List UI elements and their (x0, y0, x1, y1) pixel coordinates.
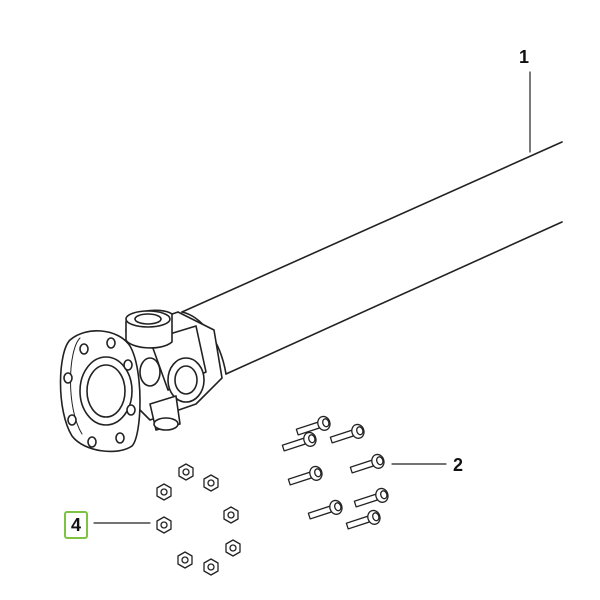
bolt (287, 465, 323, 486)
callout-number-1[interactable]: 1 (519, 47, 530, 67)
callout-number-2[interactable]: 2 (453, 455, 464, 475)
nut (177, 551, 193, 569)
drive-shaft-tube (173, 141, 563, 381)
bolts (281, 415, 389, 530)
nut (156, 483, 172, 501)
nut (156, 516, 172, 534)
bolt (329, 423, 365, 444)
bolt (349, 453, 385, 474)
bolt (295, 415, 331, 436)
nut (223, 506, 239, 524)
bolt (281, 431, 317, 452)
nut (225, 539, 241, 557)
nut (178, 463, 194, 481)
universal-joint (125, 309, 223, 431)
flange (59, 330, 141, 453)
bolt (345, 509, 381, 530)
nuts (156, 463, 241, 576)
callout-number-4-highlighted[interactable]: 4 (64, 511, 89, 539)
nut (203, 474, 219, 492)
bolt (307, 499, 343, 520)
nut (203, 558, 219, 576)
flange-bolt-holes (63, 337, 136, 448)
bolt (353, 487, 389, 508)
